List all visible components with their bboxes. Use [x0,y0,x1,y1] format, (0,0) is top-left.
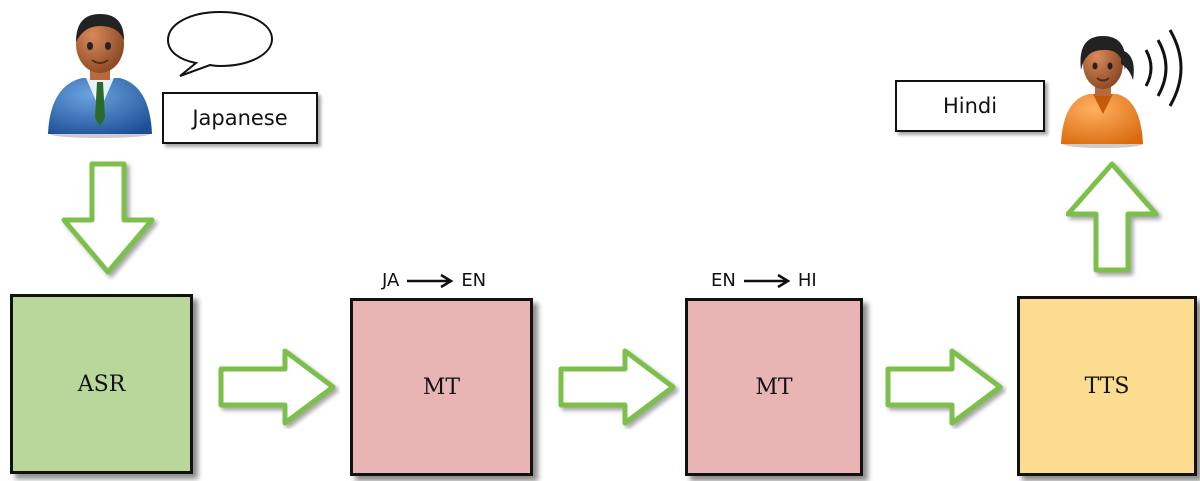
mt2-direction-label: EN HI [711,270,817,291]
input-language-label: Japanese [162,92,318,144]
arrow-right-small-icon [743,273,791,288]
listener-person-icon [1061,36,1143,148]
mt2-target-lang: HI [797,270,817,291]
mt1-target-lang: EN [461,270,487,291]
arrow-right-icon [218,348,336,426]
asr-block: ASR [10,294,193,474]
sound-waves-icon [1144,29,1183,107]
mt-block-1: MT [350,298,533,476]
arrow-right-small-icon [407,273,454,288]
speech-bubble-icon [166,10,274,77]
mt-block-2: MT [685,298,863,476]
arrow-right-icon [885,348,1003,426]
mt1-direction-label: JA EN [382,270,486,291]
speaker-person-icon [48,14,152,138]
arrow-up-icon [1066,161,1159,273]
output-language-label: Hindi [895,80,1045,132]
arrow-right-icon [558,348,676,426]
arrow-down-icon [61,161,155,275]
tts-block: TTS [1017,296,1197,476]
mt1-source-lang: JA [382,270,400,291]
mt2-source-lang: EN [711,270,736,291]
